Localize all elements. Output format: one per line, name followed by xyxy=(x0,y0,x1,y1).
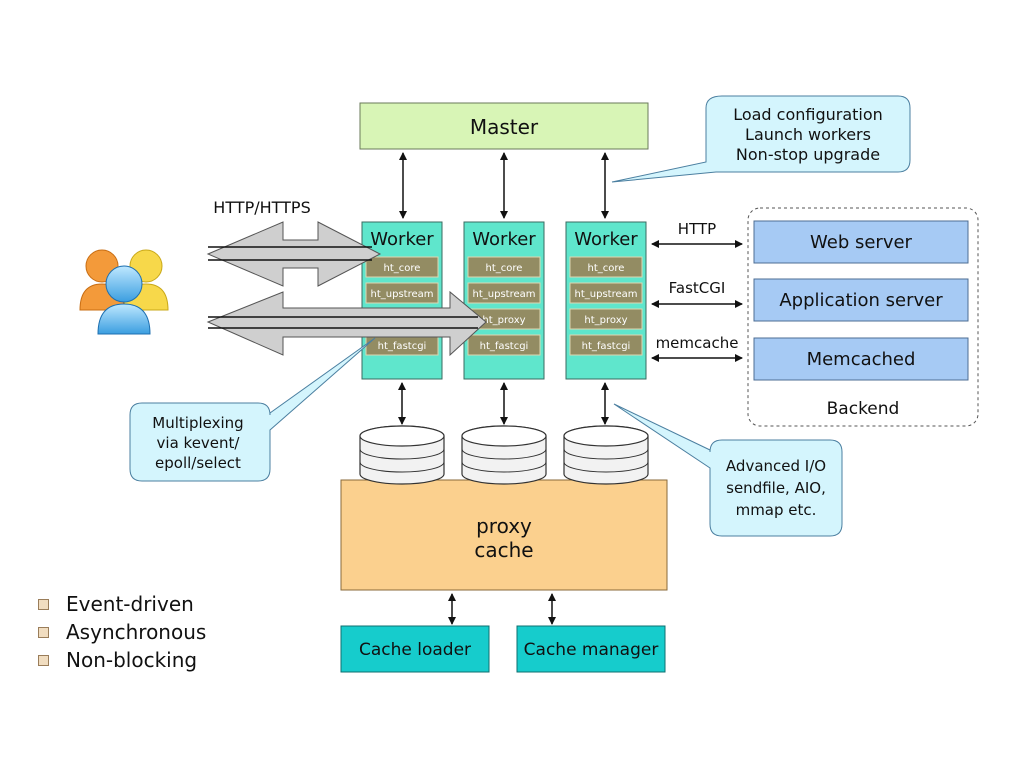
advanced-io-callout-line3: mmap etc. xyxy=(736,501,817,519)
bullet-square-icon xyxy=(38,655,49,666)
proxy-cache-box: proxy cache xyxy=(340,479,668,591)
application-server-label: Application server xyxy=(779,290,943,311)
client-worker2-double-arrow xyxy=(206,290,487,357)
advanced-io-callout-line2: sendfile, AIO, xyxy=(726,479,826,497)
worker-1-module-core: ht_core xyxy=(384,263,421,274)
backend-group: Web server Application server Memcached … xyxy=(747,207,979,427)
worker-1-label: Worker xyxy=(370,229,434,250)
master-callout-line2: Launch workers xyxy=(745,125,871,144)
master-callout-line3: Non-stop upgrade xyxy=(736,145,880,164)
client-worker1-double-arrow xyxy=(206,221,382,287)
multiplexing-callout-line2: via kevent/ xyxy=(157,434,241,452)
cache-loader-label: Cache loader xyxy=(359,640,471,660)
worker-2-module-upstream: ht_upstream xyxy=(473,289,536,300)
backend-link-memcache-label: memcache xyxy=(656,334,739,352)
multiplexing-callout-line1: Multiplexing xyxy=(152,414,243,432)
worker-1-module-upstream: ht_upstream xyxy=(371,289,434,300)
feature-list: Event-driven Asynchronous Non-blocking xyxy=(36,590,206,674)
worker-2-module-proxy: ht_proxy xyxy=(482,315,525,326)
bullet-square-icon xyxy=(38,627,49,638)
worker-2-module-fastcgi: ht_fastcgi xyxy=(480,341,529,352)
users-icon xyxy=(79,249,169,335)
multiplexing-callout-line3: epoll/select xyxy=(155,454,241,472)
worker-3-label: Worker xyxy=(574,229,638,250)
worker-3-module-proxy: ht_proxy xyxy=(584,315,627,326)
cache-loader-box: Cache loader xyxy=(340,625,490,673)
feature-item: Asynchronous xyxy=(36,618,206,646)
proxy-cache-line2: cache xyxy=(474,538,533,562)
master-label: Master xyxy=(470,115,539,139)
cache-manager-box: Cache manager xyxy=(516,625,666,673)
proxy-cache-line1: proxy xyxy=(476,514,532,538)
feature-item: Non-blocking xyxy=(36,646,206,674)
bullet-square-icon xyxy=(38,599,49,610)
disk-stack-icon-1 xyxy=(359,425,445,485)
master-callout: Load configuration Launch workers Non-st… xyxy=(611,95,911,183)
worker-3: Worker ht_core ht_upstream ht_proxy ht_f… xyxy=(565,221,647,380)
feature-label: Non-blocking xyxy=(66,648,198,672)
feature-label: Asynchronous xyxy=(66,620,207,644)
master-callout-line1: Load configuration xyxy=(733,105,883,124)
backend-title: Backend xyxy=(827,399,900,419)
disk-stack-icon-3 xyxy=(563,425,649,485)
memcached-label: Memcached xyxy=(807,349,916,370)
multiplexing-callout: Multiplexing via kevent/ epoll/select xyxy=(129,337,376,482)
worker-1: Worker ht_core ht_upstream ht_proxy ht_f… xyxy=(361,221,443,380)
web-server-label: Web server xyxy=(810,232,913,253)
worker-1-module-fastcgi: ht_fastcgi xyxy=(378,341,427,352)
feature-label: Event-driven xyxy=(66,592,194,616)
http-https-label: HTTP/HTTPS xyxy=(213,198,310,217)
advanced-io-callout: Advanced I/O sendfile, AIO, mmap etc. xyxy=(613,403,843,537)
feature-item: Event-driven xyxy=(36,590,206,618)
disk-stack-icon-2 xyxy=(461,425,547,485)
cache-manager-label: Cache manager xyxy=(524,640,659,660)
backend-link-fastcgi-label: FastCGI xyxy=(669,279,726,297)
worker-2-label: Worker xyxy=(472,229,536,250)
worker-3-module-fastcgi: ht_fastcgi xyxy=(582,341,631,352)
advanced-io-callout-line1: Advanced I/O xyxy=(726,457,826,475)
worker-2: Worker ht_core ht_upstream ht_proxy ht_f… xyxy=(463,221,545,380)
worker-3-module-core: ht_core xyxy=(588,263,625,274)
worker-2-module-core: ht_core xyxy=(486,263,523,274)
master-box: Master xyxy=(359,102,649,150)
worker-3-module-upstream: ht_upstream xyxy=(575,289,638,300)
backend-link-http-label: HTTP xyxy=(678,220,716,238)
